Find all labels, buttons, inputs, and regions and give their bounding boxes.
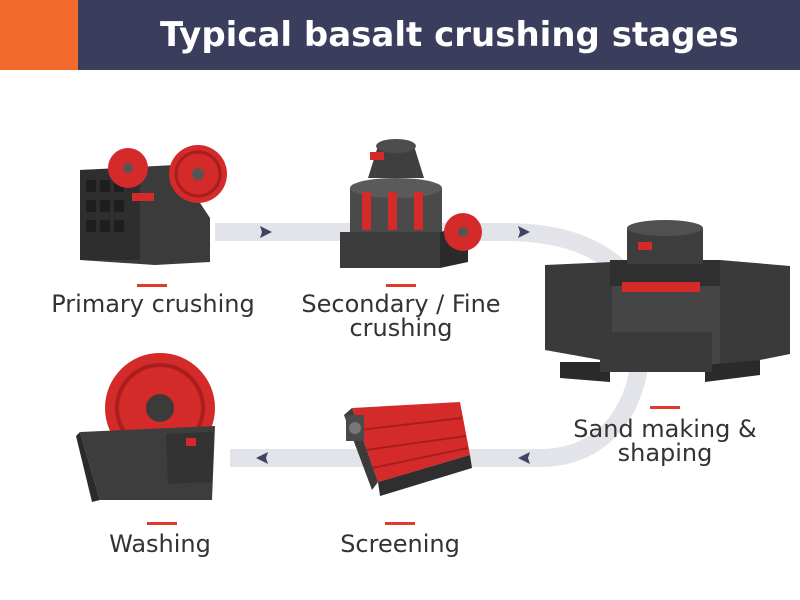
vibrating-screen-image: [344, 402, 472, 496]
stage-label-primary-crushing: Primary crushing: [51, 290, 255, 318]
stage-label-screening: Screening: [340, 530, 460, 558]
label-marker-screening: [385, 522, 415, 525]
header-accent-block: [0, 0, 78, 70]
flow-arrow-left-2: [256, 452, 268, 464]
sand-washer-image: [76, 353, 215, 502]
sand-making-machine-image: [545, 220, 790, 382]
label-marker-secondary: [386, 284, 416, 287]
cone-crusher-image: [340, 139, 482, 268]
crushing-stages-diagram: Primary crushing Secondary / Fine crushi…: [0, 70, 800, 600]
jaw-crusher-image: [80, 145, 227, 265]
flow-arrow-right-1: [260, 226, 272, 238]
label-marker-sand-making: [650, 406, 680, 409]
flow-arrow-right-2: [518, 226, 530, 238]
flow-arrow-left-1: [518, 452, 530, 464]
label-marker-washing: [147, 522, 177, 525]
stage-label-sand-making: Sand making & shaping: [573, 415, 757, 467]
stage-label-secondary-fine-crushing: Secondary / Fine crushing: [301, 290, 501, 342]
flow-diagram-svg: [76, 139, 790, 502]
page-title: Typical basalt crushing stages: [160, 15, 739, 55]
stage-label-washing: Washing: [109, 530, 211, 558]
label-marker-primary: [137, 284, 167, 287]
header-banner: Typical basalt crushing stages: [0, 0, 800, 70]
